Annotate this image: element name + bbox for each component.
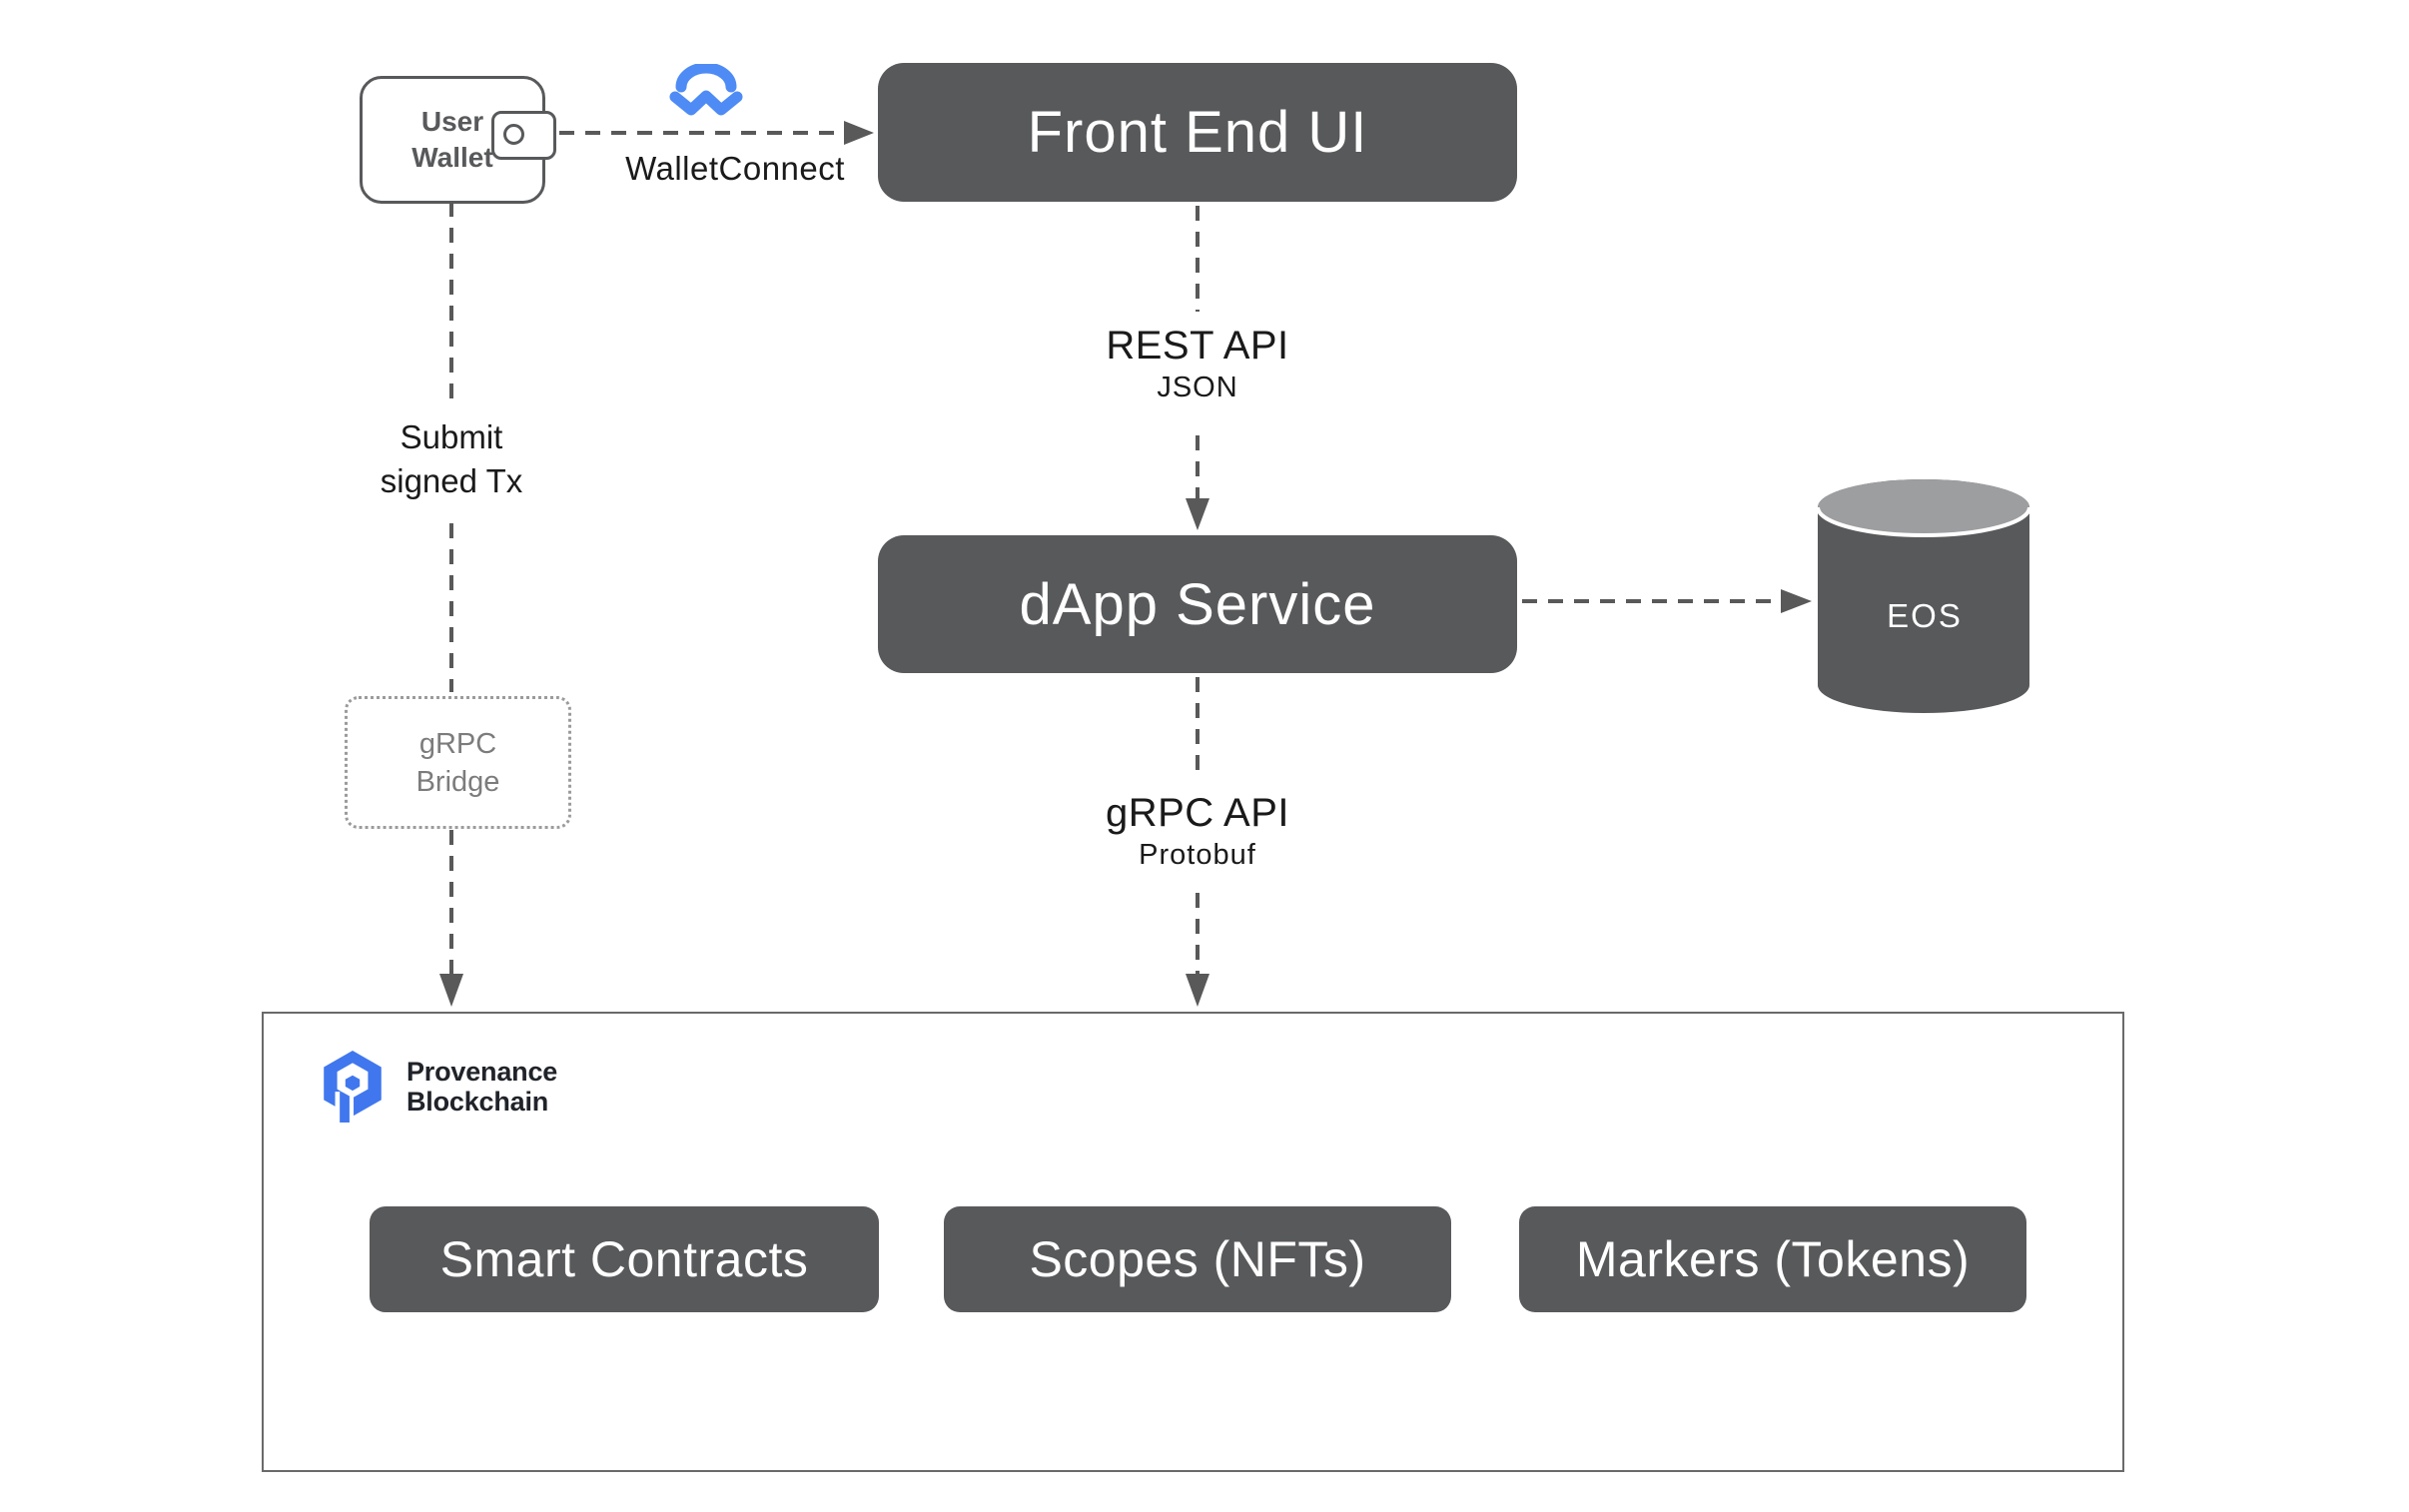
smart-contracts-label: Smart Contracts [439,1231,809,1287]
provenance-wordmark-line1: Provenance [406,1057,558,1087]
front-end-ui-label: Front End UI [1027,100,1368,165]
node-front-end-ui: Front End UI [878,63,1517,202]
submit-signed-tx-label: Submit signed Tx [380,418,523,499]
node-smart-contracts: Smart Contracts [370,1206,879,1312]
markers-tokens-label: Markers (Tokens) [1575,1231,1971,1287]
edge-wallet-to-chain [439,202,463,1007]
rest-api-title: REST API [1106,324,1289,368]
eos-label: EOS [1887,597,1963,634]
node-scopes-nfts: Scopes (NFTs) [944,1206,1451,1312]
wallet-icon [491,111,556,160]
user-wallet-label: User Wallet [411,106,493,173]
arrow-head-icon [844,121,874,145]
provenance-wordmark: Provenance Blockchain [406,1057,557,1117]
grpc-api-subtitle: Protobuf [1139,839,1256,871]
walletconnect-label: WalletConnect [625,150,845,187]
arrow-head-icon [1186,498,1209,530]
provenance-wordmark-line2: Blockchain [406,1087,549,1117]
wallet-clasp-dot [503,124,524,145]
arrow-head-icon [439,974,463,1007]
node-markers-tokens: Markers (Tokens) [1519,1206,2026,1312]
grpc-api-edge-label: gRPC API Protobuf [1023,789,1372,873]
node-dapp-service: dApp Service [878,535,1517,673]
walletconnect-icon [669,64,743,116]
node-grpc-bridge: gRPC Bridge [345,696,571,829]
arrow-head-icon [1781,589,1812,613]
eos-database-icon [1816,479,2031,713]
edge-dapp-to-eos [1522,589,1812,613]
rest-api-edge-label: REST API JSON [1023,322,1372,405]
grpc-api-title: gRPC API [1105,791,1290,835]
grpc-bridge-label: gRPC Bridge [415,727,500,798]
dapp-service-label: dApp Service [1019,571,1376,637]
scopes-nfts-label: Scopes (NFTs) [1029,1231,1366,1287]
arrow-head-icon [1186,974,1209,1007]
provenance-hexagon-icon [324,1051,382,1124]
edge-wallet-to-frontend [559,121,874,145]
rest-api-subtitle: JSON [1157,372,1238,403]
